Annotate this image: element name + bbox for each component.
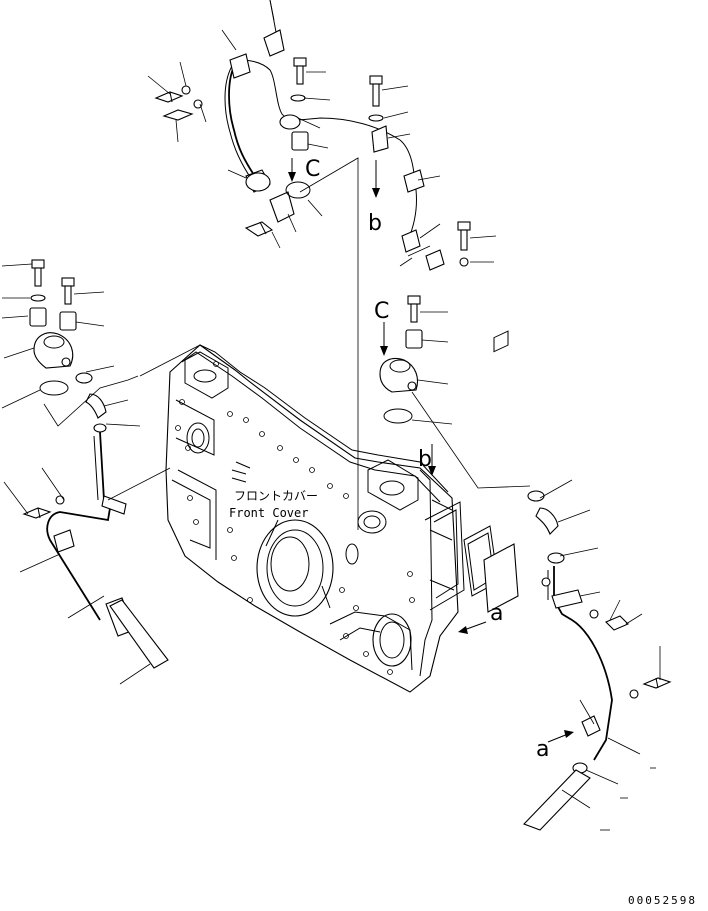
- bolt-upper-left-b: [162, 109, 194, 121]
- bolt-top-center: [293, 57, 307, 85]
- front-cover-label-en: Front Cover: [229, 506, 308, 520]
- drawing-number: 00052598: [628, 894, 697, 907]
- front-cover-housing: [165, 344, 465, 693]
- upper-tube-assembly: [154, 0, 471, 271]
- bolt-right-tube-a: [605, 615, 629, 631]
- callout-a-bottom: a: [536, 737, 549, 762]
- bolt-left-tube: [22, 507, 52, 519]
- leader-lines-right: [411, 311, 531, 489]
- callout-a-right: a: [490, 601, 503, 626]
- bolt-far-right: [457, 221, 471, 251]
- arrow-b-upper: b: [368, 160, 382, 236]
- bolt-top-right: [369, 75, 383, 107]
- left-elbow-assembly: [22, 259, 169, 669]
- bolt-upper-lower: [244, 221, 274, 237]
- leader-lines-left: [1, 263, 201, 685]
- callout-c-right: C: [374, 299, 389, 324]
- front-cover-label: フロントカバー Front Cover: [229, 489, 318, 520]
- bolt-right-tube-b: [642, 677, 672, 689]
- arrow-c-upper: C: [288, 157, 320, 182]
- bolt-left-a: [31, 259, 45, 287]
- front-cover-label-jp: フロントカバー: [234, 489, 318, 503]
- leader-lines-upper: [147, 0, 497, 267]
- leader-lines-right-tube: [539, 479, 661, 831]
- callout-c-upper: C: [305, 157, 320, 182]
- right-elbow-assembly: C b: [374, 295, 436, 476]
- bolt-upper-left-a: [154, 91, 184, 103]
- bolt-left-b: [61, 277, 75, 305]
- right-tube-assembly: a: [523, 490, 672, 831]
- cover-plate-gasket: [463, 330, 519, 613]
- arrow-a-right: a: [458, 601, 503, 634]
- bolt-right-elbow: [407, 295, 421, 323]
- callout-b-right: b: [418, 447, 432, 472]
- callout-b-upper: b: [368, 211, 382, 236]
